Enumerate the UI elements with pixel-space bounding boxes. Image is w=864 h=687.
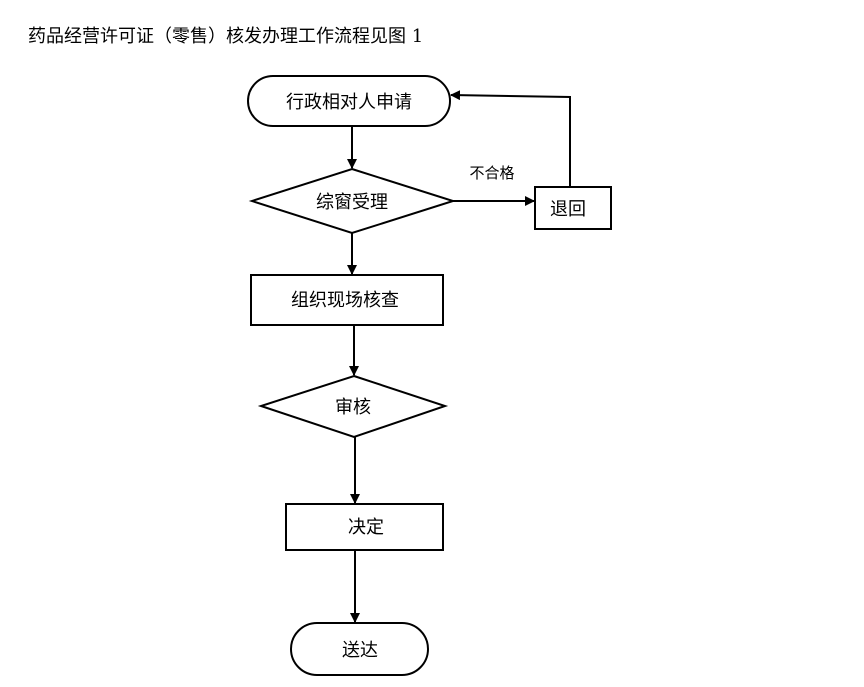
node-review: 审核 <box>257 374 449 439</box>
node-deliver-label: 送达 <box>342 640 378 661</box>
node-accept: 综窗受理 <box>248 167 457 235</box>
node-applicant-label: 行政相对人申请 <box>286 92 412 113</box>
page-title: 药品经营许可证（零售）核发办理工作流程见图 1 <box>28 26 424 47</box>
node-inspect-label: 组织现场核查 <box>291 290 399 311</box>
edge-label-unqualified: 不合格 <box>469 164 514 182</box>
node-inspect: 组织现场核查 <box>250 274 444 326</box>
node-return: 退回 <box>534 186 612 230</box>
node-review-label: 审核 <box>335 397 371 418</box>
node-accept-label: 综窗受理 <box>316 192 388 213</box>
node-return-label: 退回 <box>550 199 586 220</box>
node-applicant: 行政相对人申请 <box>247 75 451 127</box>
node-decide: 决定 <box>285 503 444 551</box>
node-deliver: 送达 <box>290 622 429 676</box>
arrow-return-to-applicant <box>450 90 571 187</box>
node-decide-label: 决定 <box>348 517 384 538</box>
